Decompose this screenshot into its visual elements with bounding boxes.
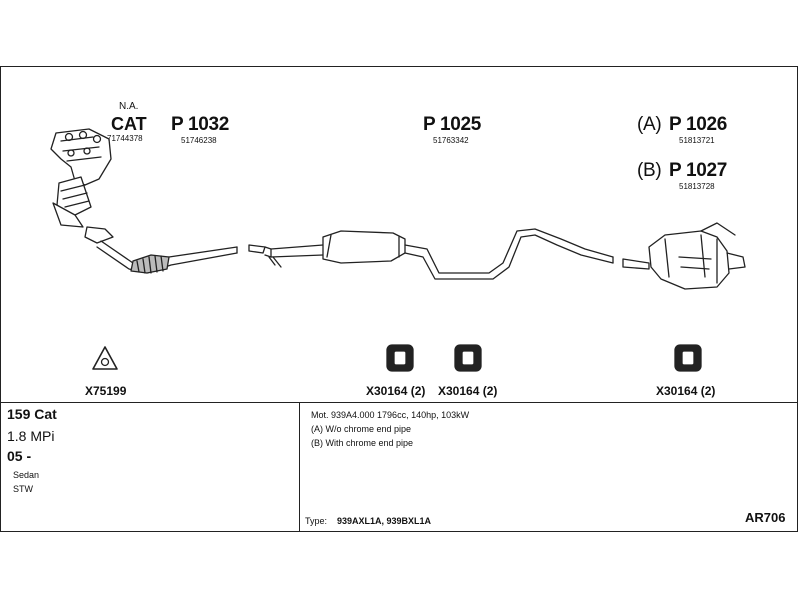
divider-horizontal — [1, 402, 797, 403]
rubber-mount-icon — [454, 344, 482, 372]
part-ref-p1025: 51763342 — [433, 136, 469, 145]
vehicle-year: 05 - — [7, 448, 32, 464]
mount-label-2: X30164 (2) — [438, 384, 498, 398]
part-code-p1032: P 1032 — [171, 114, 230, 135]
divider-vertical — [299, 402, 300, 532]
mount-label-1: X30164 (2) — [366, 384, 426, 398]
part-prefix-b: (B) — [637, 160, 662, 181]
front-pipe — [96, 240, 238, 274]
part-code-p1026: P 1026 — [669, 114, 728, 135]
vehicle-body-sedan: Sedan — [13, 470, 40, 480]
catalog-code: AR706 — [745, 510, 786, 525]
note-b: (B) With chrome end pipe — [311, 438, 414, 448]
rear-silencer — [622, 222, 746, 290]
gasket-icon — [92, 346, 118, 370]
part-code-p1027: P 1027 — [669, 160, 728, 181]
center-silencer — [248, 228, 614, 280]
mount-label-3: X30164 (2) — [656, 384, 716, 398]
vehicle-body-stw: STW — [13, 484, 33, 494]
vehicle-model: 159 Cat — [7, 406, 57, 422]
part-ref-p1026: 51813721 — [679, 136, 715, 145]
part-prefix-a: (A) — [637, 114, 662, 135]
catalyst-ref: 71744378 — [107, 134, 143, 143]
catalyst-label: CAT — [111, 114, 147, 134]
vehicle-engine: 1.8 MPi — [7, 428, 55, 444]
rubber-mount-icon — [674, 344, 702, 372]
mount-label-gasket: X75199 — [85, 384, 127, 398]
type-label: Type: — [305, 516, 328, 526]
note-a: (A) W/o chrome end pipe — [311, 424, 412, 434]
diagram-frame: N.A. CAT 71744378 P 1032 51746238 P 1025… — [0, 66, 798, 532]
manifold-catalyst — [50, 128, 114, 244]
rubber-mount-icon — [386, 344, 414, 372]
engine-info: Mot. 939A4.000 1796cc, 140hp, 103kW — [311, 410, 470, 420]
exhaust-diagram — [50, 128, 746, 372]
catalyst-note: N.A. — [119, 101, 139, 112]
part-code-p1025: P 1025 — [423, 114, 482, 135]
part-ref-p1032: 51746238 — [181, 136, 217, 145]
type-value: 939AXL1A, 939BXL1A — [337, 516, 432, 526]
part-ref-p1027: 51813728 — [679, 182, 715, 191]
